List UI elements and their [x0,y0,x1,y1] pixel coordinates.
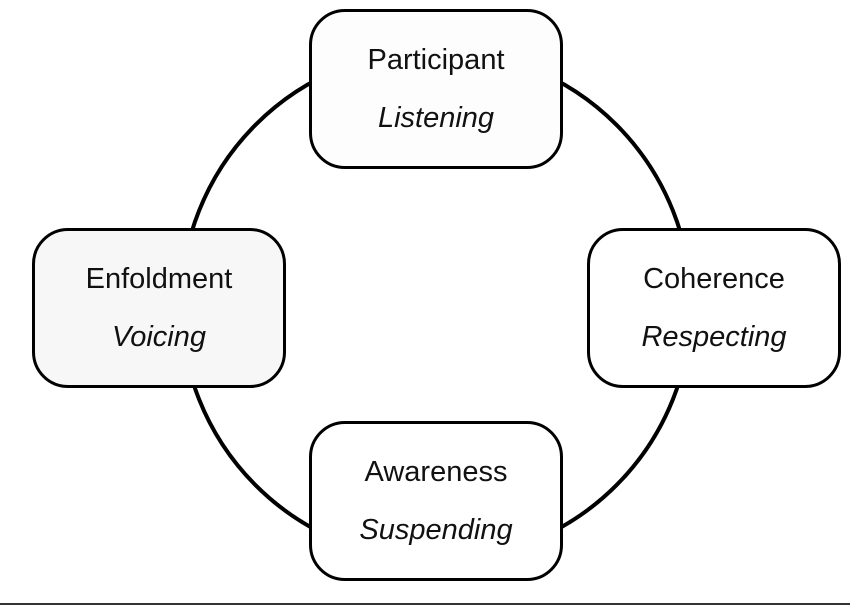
node-practice-label: Suspending [359,514,513,546]
bottom-border-line [0,603,850,605]
node-awareness: Awareness Suspending [309,421,563,581]
node-practice-label: Respecting [641,321,787,353]
node-participant: Participant Listening [309,9,563,169]
node-practice-label: Listening [377,102,495,134]
node-concept-label: Awareness [364,455,508,488]
node-practice-label: Voicing [111,321,207,353]
node-enfoldment: Enfoldment Voicing [32,228,286,388]
node-concept-label: Participant [367,43,505,76]
node-concept-label: Enfoldment [85,262,233,295]
node-concept-label: Coherence [643,262,785,295]
node-coherence: Coherence Respecting [587,228,841,388]
